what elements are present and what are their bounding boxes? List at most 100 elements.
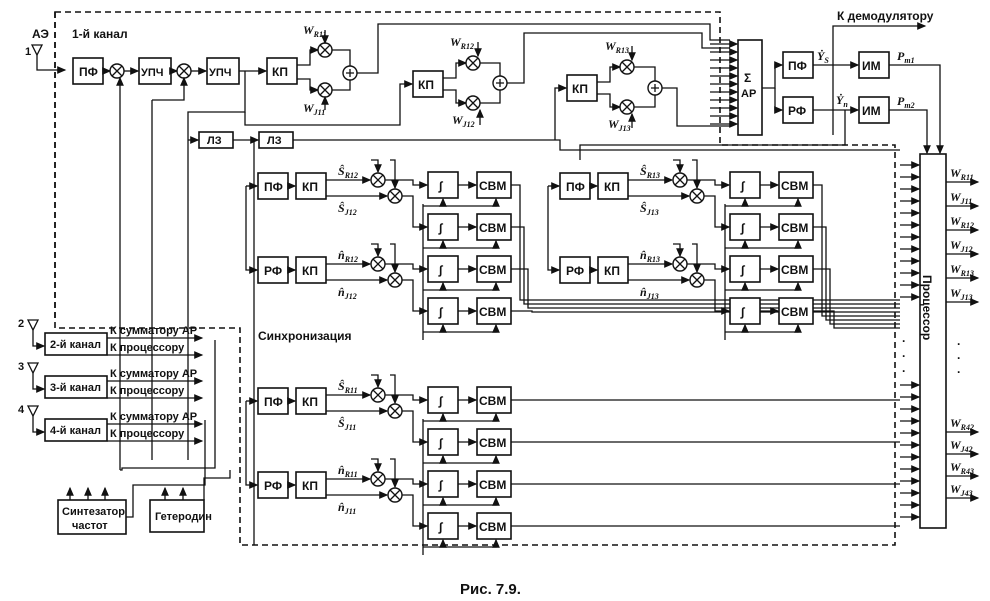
- weight-output-label: WJ12: [950, 238, 973, 254]
- svg-text:К сумматору АР: К сумматору АР: [110, 368, 197, 380]
- integrator-block: ∫: [427, 512, 459, 540]
- svg-text:КП: КП: [302, 180, 318, 194]
- svg-text:КП: КП: [302, 264, 318, 278]
- quadrature-splitter-3: КП: [566, 74, 598, 102]
- adder-2: [492, 75, 508, 91]
- svg-text:∫: ∫: [438, 436, 444, 450]
- ellipsis-out: ·: [957, 351, 961, 365]
- weight-output-label: WR12: [950, 214, 974, 230]
- svg-text:РФ: РФ: [264, 264, 282, 278]
- processor-block: Процессор: [919, 153, 947, 529]
- signal-label: n̂R12: [338, 248, 358, 264]
- adder-1: [342, 65, 358, 81]
- weight-multiplier-r12: [465, 55, 481, 71]
- antenna-label: АЭ: [32, 27, 49, 41]
- quadrature-splitter-block: КП: [295, 387, 327, 415]
- weight-output-label: WJ43: [950, 482, 973, 498]
- delay-line-1: ЛЗ: [198, 131, 234, 149]
- integrator-block: ∫: [427, 297, 459, 325]
- svg-text:КП: КП: [604, 180, 620, 194]
- svg-text:∫: ∫: [438, 478, 444, 492]
- weight-label-j12: WJ12: [452, 113, 475, 129]
- mixer-1: [109, 63, 125, 79]
- svg-text:АР: АР: [741, 88, 756, 100]
- svg-text:ПФ: ПФ: [79, 65, 98, 79]
- weight-multiplier-j11: [317, 82, 333, 98]
- svg-text:ИМ: ИМ: [862, 59, 881, 73]
- channel1-label: 1-й канал: [72, 27, 128, 41]
- svg-text:СВМ: СВМ: [781, 221, 808, 235]
- svg-text:∫: ∫: [438, 305, 444, 319]
- svg-text:ПФ: ПФ: [264, 180, 283, 194]
- ellipsis-out: ·: [957, 365, 961, 379]
- svg-text:К процессору: К процессору: [110, 342, 185, 354]
- bandpass-filter-block: ПФ: [559, 172, 591, 200]
- svg-text:∫: ∫: [740, 263, 746, 277]
- svg-text:КП: КП: [302, 395, 318, 409]
- sum-ar-inputs: [710, 40, 739, 128]
- svm-block: СВМ: [476, 255, 512, 283]
- adder-3: [647, 80, 663, 96]
- weight-multiplier-j12: [465, 95, 481, 111]
- weight-multiplier-j13: [619, 99, 635, 115]
- integrator-block: ∫: [427, 255, 459, 283]
- svm-block: СВМ: [778, 297, 814, 325]
- delay-line-2: ЛЗ: [258, 131, 294, 149]
- ellipsis-in: ·: [902, 334, 906, 348]
- ellipsis-in: ·: [902, 364, 906, 378]
- svg-text:∫: ∫: [740, 305, 746, 319]
- svg-text:ПФ: ПФ: [788, 59, 807, 73]
- svg-text:СВМ: СВМ: [479, 520, 506, 534]
- svg-text:КП: КП: [302, 479, 318, 493]
- quadrature-splitter-block: КП: [295, 172, 327, 200]
- svg-text:СВМ: СВМ: [781, 305, 808, 319]
- weight-label-j11: WJ11: [303, 101, 325, 117]
- svg-text:4: 4: [18, 404, 25, 416]
- weight-multiplier-r11: [317, 42, 333, 58]
- svg-text:СВМ: СВМ: [781, 179, 808, 193]
- svg-text:Синтезатор: Синтезатор: [62, 506, 125, 518]
- correlator-mixer: [370, 256, 386, 272]
- svg-text:2-й канал: 2-й канал: [50, 339, 101, 351]
- signal-label: n̂R13: [640, 248, 660, 264]
- quadrature-splitter-1: КП: [266, 57, 298, 85]
- sync-label: Синхронизация: [258, 329, 352, 343]
- quadrature-splitter-block: КП: [597, 172, 629, 200]
- weight-output-label: WR43: [950, 460, 974, 476]
- integrator-block: ∫: [427, 428, 459, 456]
- correlator-mixer: [689, 272, 705, 288]
- antenna-ae: [30, 44, 67, 74]
- svg-text:3-й канал: 3-й канал: [50, 382, 101, 394]
- svm-block: СВМ: [476, 171, 512, 199]
- quadrature-splitter-block: КП: [597, 256, 629, 284]
- meter-2: ИМ: [858, 96, 890, 124]
- svg-text:СВМ: СВМ: [479, 263, 506, 277]
- svg-text:∫: ∫: [438, 221, 444, 235]
- correlator-mixer: [689, 188, 705, 204]
- weight-label-r13: WR13: [605, 39, 629, 55]
- if-amplifier-2: УПЧ: [206, 57, 240, 85]
- ellipsis-out: ·: [957, 337, 961, 351]
- svm-block: СВМ: [778, 171, 814, 199]
- svg-text:К процессору: К процессору: [110, 428, 185, 440]
- signal-label: ŜJ13: [640, 201, 659, 217]
- signal-label: n̂R11: [338, 463, 358, 479]
- meter-1: ИМ: [858, 51, 890, 79]
- correlator-mixer: [370, 471, 386, 487]
- bandpass-filter-out: ПФ: [782, 51, 814, 79]
- integrator-block: ∫: [427, 470, 459, 498]
- svg-text:РФ: РФ: [264, 479, 282, 493]
- svg-text:Гетеродин: Гетеродин: [155, 511, 212, 523]
- correlator-mixer: [387, 403, 403, 419]
- svm-block: СВМ: [476, 386, 512, 414]
- bandpass-filter-block: ПФ: [257, 172, 289, 200]
- integrator-block: ∫: [729, 297, 761, 325]
- svg-text:ИМ: ИМ: [862, 104, 881, 118]
- svg-text:КП: КП: [604, 264, 620, 278]
- svg-text:∫: ∫: [438, 520, 444, 534]
- svg-text:КП: КП: [418, 78, 434, 92]
